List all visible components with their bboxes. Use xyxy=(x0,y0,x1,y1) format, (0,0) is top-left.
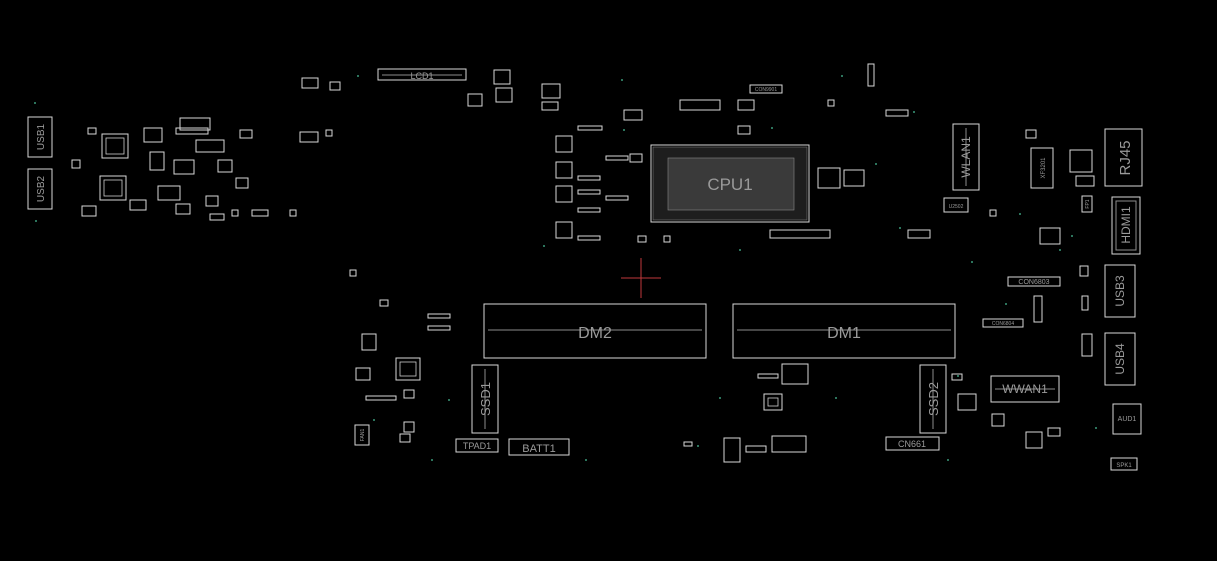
right-mid-parts xyxy=(1033,265,1093,357)
wwan1-slot[interactable]: WWAN1 xyxy=(990,375,1060,403)
tpad1-connector[interactable]: TPAD1 xyxy=(455,438,499,453)
lcd1-connector[interactable]: LCD1 xyxy=(377,68,467,81)
dm2-slot[interactable]: DM2 xyxy=(483,303,707,359)
left-component-cluster xyxy=(71,77,341,221)
origin-crosshair xyxy=(621,258,661,298)
usb2-label: USB2 xyxy=(36,176,47,203)
left-lower-cluster xyxy=(349,269,451,443)
aud1-label: AUD1 xyxy=(1118,416,1137,423)
spk1-connector[interactable]: SPK1 xyxy=(1110,457,1138,471)
cpu-left-components xyxy=(555,99,865,243)
batt1-connector[interactable]: BATT1 xyxy=(508,438,570,456)
wwan-area-parts xyxy=(951,373,1061,449)
lcd-area-components xyxy=(467,69,561,111)
rj45-port[interactable]: RJ45 xyxy=(1104,128,1143,187)
xf3201-label: XF3201 xyxy=(1041,157,1047,179)
fp1-label: FP1 xyxy=(1085,199,1091,208)
con6803-label: CON6803 xyxy=(1018,279,1049,286)
ssd2-label: SSD2 xyxy=(926,382,941,416)
wlan1-slot[interactable]: WLAN1 xyxy=(952,123,980,191)
tpad1-label: TPAD1 xyxy=(463,441,491,451)
usb1-connector[interactable]: USB1 xyxy=(27,116,53,158)
cpu1-label: CPU1 xyxy=(707,175,752,194)
batt1-label: BATT1 xyxy=(522,443,555,455)
wlan1-label: WLAN1 xyxy=(959,136,973,178)
usb1-label: USB1 xyxy=(36,124,47,151)
usb3-label: USB3 xyxy=(1113,275,1127,307)
ssd1-label: SSD1 xyxy=(478,382,493,416)
fan1-connector[interactable]: FAN1 xyxy=(354,424,370,446)
usb4-port[interactable]: USB4 xyxy=(1104,332,1136,386)
usb3-port[interactable]: USB3 xyxy=(1104,264,1136,318)
usb2-connector[interactable]: USB2 xyxy=(27,168,53,210)
hdmi1-label: HDMI1 xyxy=(1119,206,1133,244)
con6803-connector[interactable]: CON6803 xyxy=(1007,276,1061,287)
con9901-connector[interactable]: CON9901 xyxy=(749,84,783,94)
fp1-connector[interactable]: FP1 xyxy=(1081,195,1093,213)
cn661-label: CN661 xyxy=(898,439,926,449)
middle-lower-cluster xyxy=(683,363,809,463)
usb4-label: USB4 xyxy=(1113,343,1127,375)
wwan1-label: WWAN1 xyxy=(1002,382,1048,396)
cn661-connector[interactable]: CN661 xyxy=(885,436,940,451)
dm1-label: DM1 xyxy=(827,325,861,342)
via-dots xyxy=(34,75,1097,461)
dm2-label: DM2 xyxy=(578,325,612,342)
lcd1-label: LCD1 xyxy=(410,71,433,81)
spk1-label: SPK1 xyxy=(1116,463,1132,469)
ssd2-slot[interactable]: SSD2 xyxy=(919,364,947,434)
ssd1-slot[interactable]: SSD1 xyxy=(471,364,499,434)
dm1-slot[interactable]: DM1 xyxy=(732,303,956,359)
rj45-label: RJ45 xyxy=(1117,140,1134,175)
con6804-label: CON6804 xyxy=(992,321,1014,327)
fan1-label: FAN1 xyxy=(360,429,366,442)
con9901-label: CON9901 xyxy=(755,87,777,93)
u2502-label: U2502 xyxy=(949,204,964,210)
con6804-connector[interactable]: CON6804 xyxy=(982,318,1024,328)
right-upper-parts xyxy=(907,129,1095,245)
xf3201-chip[interactable]: XF3201 xyxy=(1030,147,1054,189)
aud1-jack[interactable]: AUD1 xyxy=(1112,403,1142,435)
cpu-top-right-parts xyxy=(827,63,909,117)
hdmi1-port[interactable]: HDMI1 xyxy=(1111,196,1141,255)
u2502-chip[interactable]: U2502 xyxy=(943,197,969,213)
cpu1-package[interactable]: CPU1 xyxy=(650,144,810,223)
